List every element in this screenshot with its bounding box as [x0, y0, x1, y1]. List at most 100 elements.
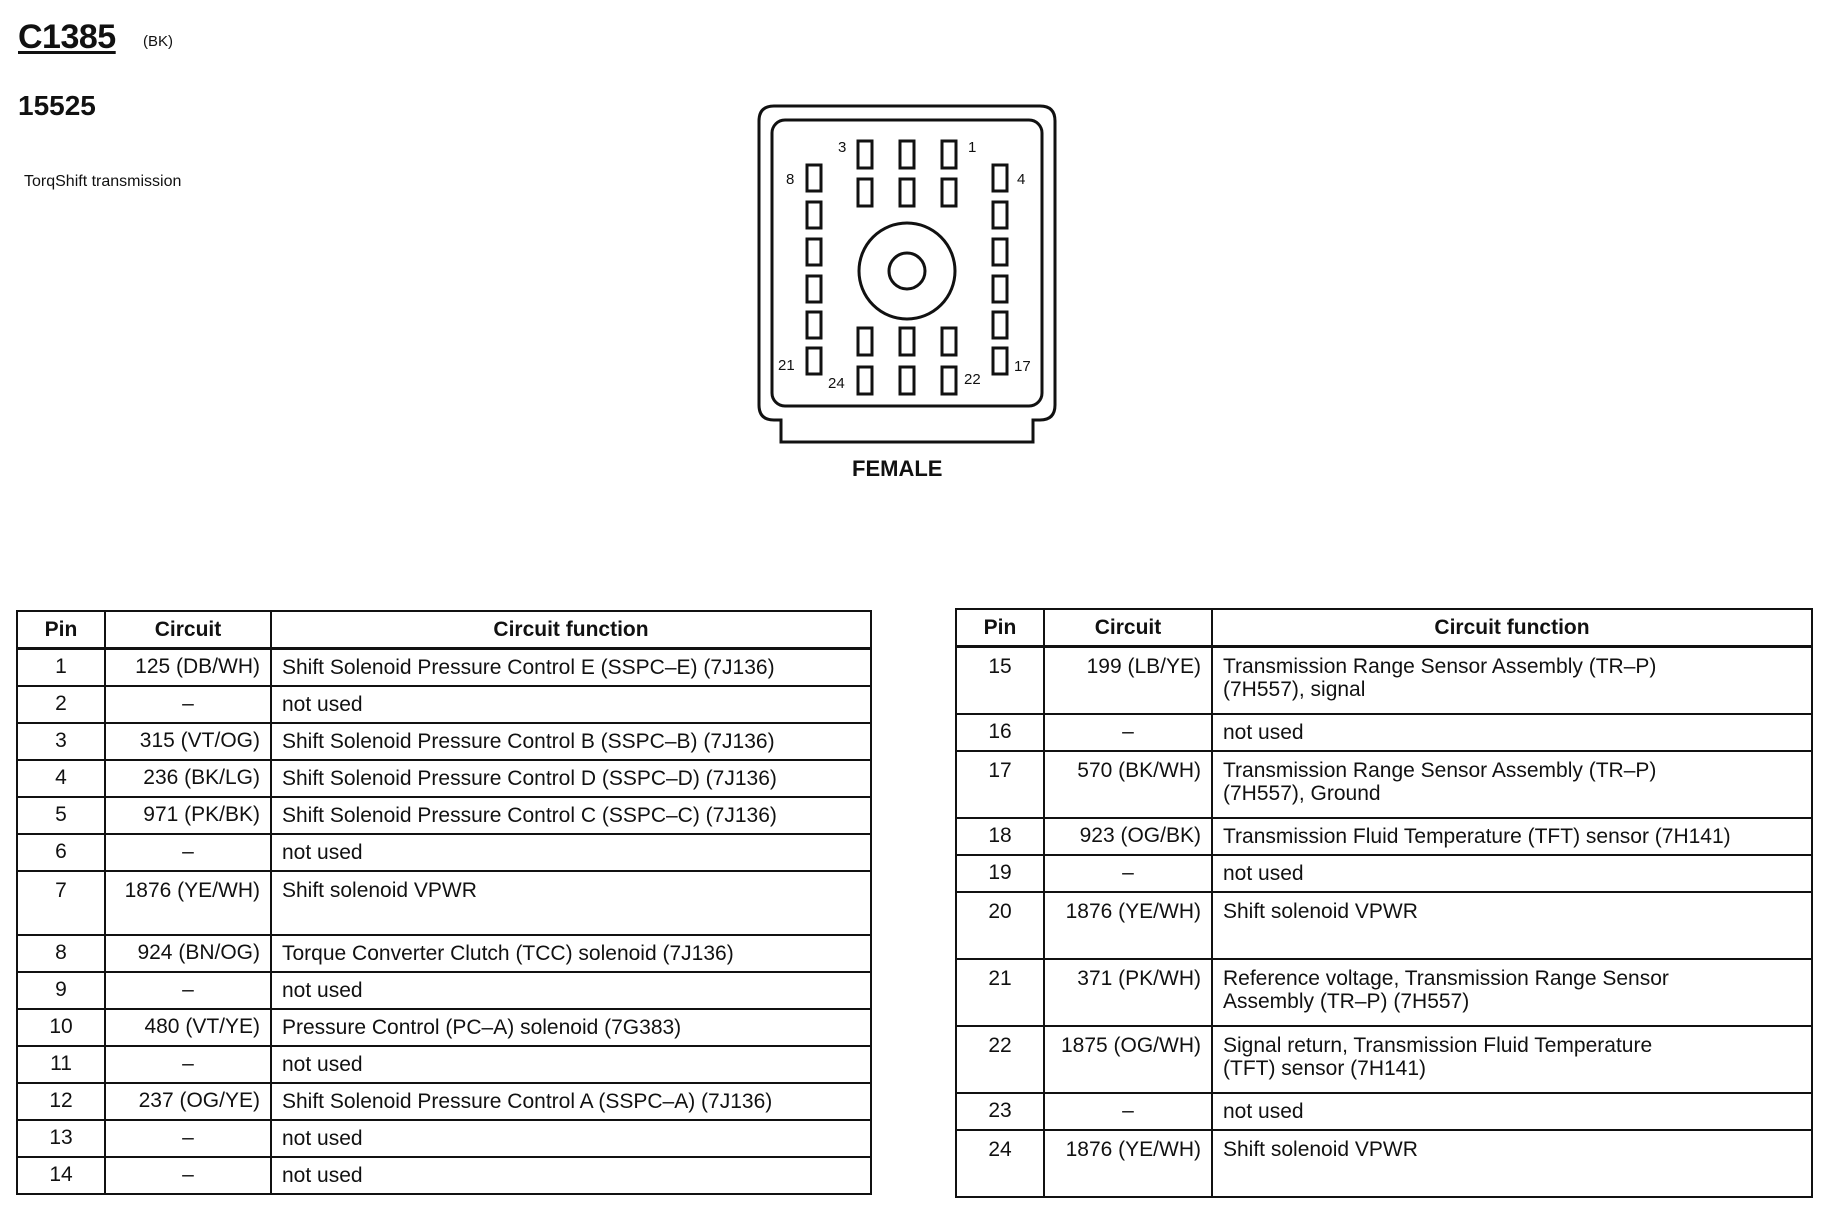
circuit-cell: – — [104, 1118, 272, 1158]
column-header-circuit: Circuit — [104, 610, 272, 650]
pin-cavity — [856, 139, 874, 170]
function-cell: Transmission Range Sensor Assembly (TR–P… — [1211, 749, 1813, 819]
table-row: 23–not used — [955, 1091, 1813, 1131]
pin-cell: 1 — [16, 647, 106, 687]
pin-cavity — [991, 274, 1009, 304]
pin-cavity — [805, 163, 823, 193]
pin-cell: 17 — [955, 749, 1045, 819]
pin-cell: 20 — [955, 890, 1045, 960]
function-cell: not used — [270, 970, 872, 1010]
table-row: 11–not used — [16, 1044, 872, 1084]
pin-cell: 19 — [955, 853, 1045, 893]
function-cell: Shift solenoid VPWR — [1211, 890, 1813, 960]
pin-cell: 2 — [16, 684, 106, 724]
function-cell: Shift Solenoid Pressure Control D (SSPC–… — [270, 758, 872, 798]
circuit-cell: 1875 (OG/WH) — [1043, 1024, 1213, 1094]
pin-cell: 8 — [16, 933, 106, 973]
pin-cavity — [805, 310, 823, 340]
pin-cavity — [991, 346, 1009, 376]
pin-cell: 15 — [955, 645, 1045, 715]
pin-cavity — [940, 139, 958, 170]
pin-cell: 22 — [955, 1024, 1045, 1094]
circuit-cell: – — [104, 1044, 272, 1084]
pin-cell: 11 — [16, 1044, 106, 1084]
table-row: 16–not used — [955, 712, 1813, 752]
pin-cavity — [856, 177, 874, 208]
pin-cell: 21 — [955, 957, 1045, 1027]
function-cell: Reference voltage, Transmission Range Se… — [1211, 957, 1813, 1027]
connector-face-diagram: 3 1 8 4 21 24 22 17 — [752, 102, 1062, 452]
pin-cavity — [856, 326, 874, 357]
pin-cavity — [940, 177, 958, 208]
function-cell: Transmission Range Sensor Assembly (TR–P… — [1211, 645, 1813, 715]
circuit-cell: 924 (BN/OG) — [104, 933, 272, 973]
table-header-row: Pin Circuit Circuit function — [16, 610, 872, 650]
circuit-cell: – — [1043, 712, 1213, 752]
connector-center-hole — [887, 251, 927, 291]
connector-face-svg: 3 1 8 4 21 24 22 17 — [757, 104, 1057, 444]
table-row: 6–not used — [16, 832, 872, 872]
table-header-row: Pin Circuit Circuit function — [955, 608, 1813, 648]
connector-color: (BK) — [143, 33, 173, 50]
column-header-pin: Pin — [16, 610, 106, 650]
circuit-cell: – — [1043, 853, 1213, 893]
pin-cavity — [805, 274, 823, 304]
function-cell: not used — [270, 1118, 872, 1158]
column-header-function: Circuit function — [1211, 608, 1813, 648]
table-row: 14–not used — [16, 1155, 872, 1195]
pin-cavities — [805, 139, 1009, 396]
circuit-cell: 199 (LB/YE) — [1043, 645, 1213, 715]
pin-cell: 4 — [16, 758, 106, 798]
function-cell: Shift solenoid VPWR — [270, 869, 872, 936]
table-row: 19–not used — [955, 853, 1813, 893]
pin-cavity — [805, 346, 823, 376]
function-cell: not used — [1211, 712, 1813, 752]
table-row: 2–not used — [16, 684, 872, 724]
function-cell: Shift solenoid VPWR — [1211, 1128, 1813, 1198]
circuit-cell: – — [104, 832, 272, 872]
function-cell: Shift Solenoid Pressure Control E (SSPC–… — [270, 647, 872, 687]
pin-cell: 24 — [955, 1128, 1045, 1198]
circuit-cell: 480 (VT/YE) — [104, 1007, 272, 1047]
circuit-cell: – — [1043, 1091, 1213, 1131]
pin-cavity — [991, 310, 1009, 340]
function-cell: Signal return, Transmission Fluid Temper… — [1211, 1024, 1813, 1094]
pin-cavity — [991, 200, 1009, 230]
circuit-cell: 237 (OG/YE) — [104, 1081, 272, 1121]
function-cell: not used — [1211, 1091, 1813, 1131]
circuit-cell: 1876 (YE/WH) — [104, 869, 272, 936]
column-header-circuit: Circuit — [1043, 608, 1213, 648]
table-row: 13–not used — [16, 1118, 872, 1158]
pin-cavity — [940, 365, 958, 396]
pin-cell: 6 — [16, 832, 106, 872]
function-cell: not used — [1211, 853, 1813, 893]
function-cell: Pressure Control (PC–A) solenoid (7G383) — [270, 1007, 872, 1047]
pin-cell: 5 — [16, 795, 106, 835]
application-note: TorqShift transmission — [24, 173, 182, 190]
pin-cavity — [991, 237, 1009, 267]
column-header-pin: Pin — [955, 608, 1045, 648]
circuit-cell: 923 (OG/BK) — [1043, 816, 1213, 856]
connector-gender-label: FEMALE — [852, 456, 943, 481]
function-cell: Transmission Fluid Temperature (TFT) sen… — [1211, 816, 1813, 856]
function-cell: Shift Solenoid Pressure Control C (SSPC–… — [270, 795, 872, 835]
function-cell: not used — [270, 832, 872, 872]
pin-label: 1 — [968, 139, 976, 156]
pin-cavity — [940, 326, 958, 357]
pin-cavity — [898, 365, 916, 396]
pin-cell: 10 — [16, 1007, 106, 1047]
pin-cavity — [805, 200, 823, 230]
pin-cell: 18 — [955, 816, 1045, 856]
pin-cavity — [898, 177, 916, 208]
